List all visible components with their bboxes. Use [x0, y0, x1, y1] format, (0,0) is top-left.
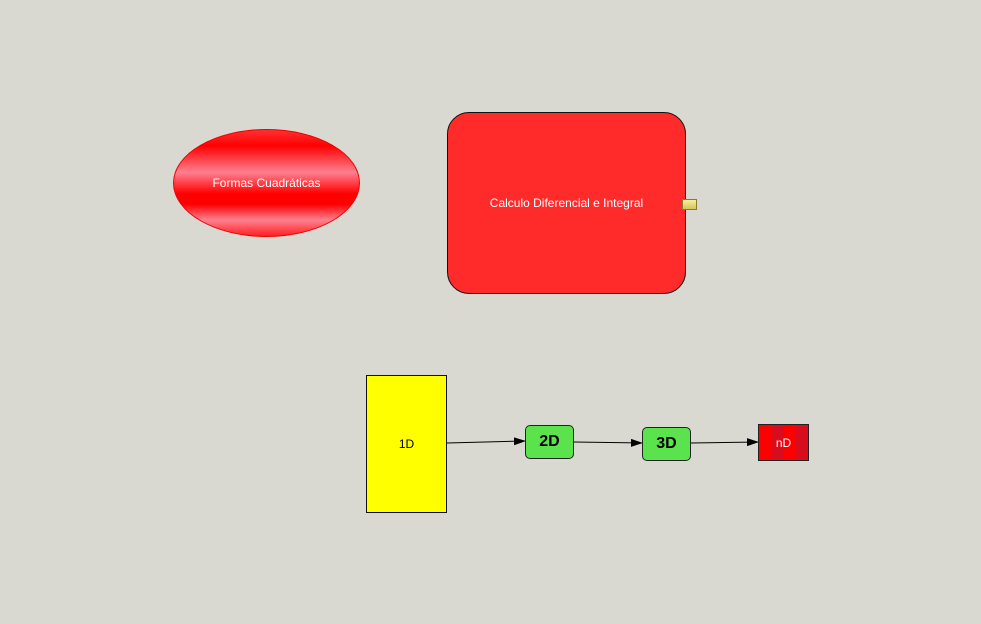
- concept-label: 3D: [656, 435, 677, 452]
- concept-label: 2D: [539, 433, 560, 450]
- concept-calculo[interactable]: Calculo Diferencial e Integral: [447, 112, 686, 294]
- concept-2d[interactable]: 2D: [525, 425, 574, 459]
- note-icon[interactable]: [682, 199, 697, 210]
- concept-label: Formas Cuadráticas: [212, 176, 321, 190]
- concept-label: Calculo Diferencial e Integral: [489, 196, 644, 210]
- concept-3d[interactable]: 3D: [642, 427, 691, 461]
- concept-nd[interactable]: nD: [758, 424, 809, 461]
- concept-label: nD: [775, 435, 792, 450]
- arrow-1d-2d[interactable]: [446, 437, 526, 446]
- concept-1d[interactable]: 1D: [366, 375, 447, 513]
- concept-formas-cuadraticas[interactable]: Formas Cuadráticas: [173, 129, 360, 237]
- concept-label: 1D: [398, 437, 415, 451]
- arrow-3d-nd[interactable]: [690, 438, 759, 447]
- arrow-2d-3d[interactable]: [573, 438, 643, 447]
